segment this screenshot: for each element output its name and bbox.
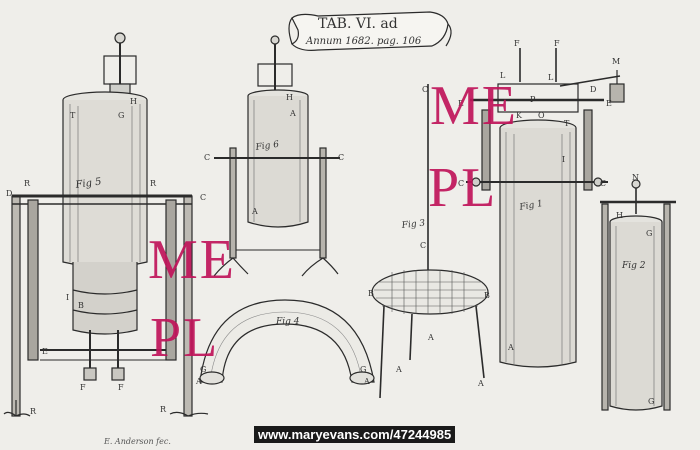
letter-c: C bbox=[600, 179, 606, 188]
figure-3-label: Fig 3 bbox=[400, 219, 426, 232]
image-credit: www.maryevans.com/47244985 bbox=[254, 426, 456, 443]
title-scroll bbox=[288, 11, 452, 51]
watermark-line-2: PL bbox=[428, 157, 498, 219]
letter-h: H bbox=[286, 93, 293, 102]
letter-g: G bbox=[648, 397, 654, 406]
engraver-signature: E. Anderson fec. bbox=[104, 437, 171, 446]
letter-f: F bbox=[118, 383, 124, 392]
watermark-line-1: ME bbox=[148, 229, 236, 291]
figure-2-apparatus bbox=[600, 179, 676, 411]
letter-t: T bbox=[564, 119, 570, 128]
letter-t: T bbox=[70, 111, 76, 120]
letter-p: P bbox=[530, 95, 536, 104]
letter-d: D bbox=[6, 189, 12, 198]
letter-a: A bbox=[477, 379, 484, 388]
figure-4-arch bbox=[199, 299, 375, 385]
letter-c: C bbox=[200, 193, 206, 202]
letter-h: H bbox=[616, 211, 623, 220]
letter-r: R bbox=[30, 407, 37, 416]
letter-c: C bbox=[458, 179, 464, 188]
figure-6-apparatus bbox=[213, 35, 340, 277]
letter-b: B bbox=[78, 301, 84, 310]
letter-a: A bbox=[427, 333, 434, 342]
letter-c: C bbox=[338, 153, 344, 162]
plate-title: TAB. VI. ad bbox=[318, 16, 398, 32]
letter-e: E bbox=[458, 99, 464, 108]
letter-n: N bbox=[632, 173, 639, 182]
letter-l: L bbox=[500, 71, 506, 80]
letter-l: L bbox=[548, 73, 554, 82]
letter-a: A bbox=[395, 365, 402, 374]
letter-f: F bbox=[514, 39, 520, 48]
letter-f: F bbox=[554, 39, 560, 48]
letter-b: B bbox=[484, 291, 490, 300]
letter-e: E bbox=[42, 347, 48, 356]
letter-a: A bbox=[195, 377, 202, 386]
letter-k: K bbox=[516, 111, 523, 120]
figure-1-apparatus bbox=[466, 48, 625, 368]
letter-b: B bbox=[368, 289, 374, 298]
plate-subtitle: Annum 1682. pag. 106 bbox=[305, 36, 422, 47]
letter-g: G bbox=[646, 229, 652, 238]
letter-i: I bbox=[562, 155, 565, 164]
letter-a: A bbox=[251, 207, 258, 216]
figure-6-label: Fig 6 bbox=[254, 140, 280, 153]
letter-m: M bbox=[612, 57, 620, 66]
figure-2-label: Fig 2 bbox=[621, 261, 646, 271]
letter-d: D bbox=[590, 85, 596, 94]
watermark-line-1: ME bbox=[430, 75, 518, 137]
letter-g: G bbox=[360, 365, 366, 374]
letter-h: H bbox=[130, 97, 137, 106]
letter-f: F bbox=[80, 383, 86, 392]
figure-5-apparatus bbox=[3, 32, 209, 417]
figure-4-label: Fig 4 bbox=[275, 317, 300, 327]
letter-o: O bbox=[538, 111, 545, 120]
letter-r: R bbox=[24, 179, 31, 188]
figure-3-grid-table bbox=[371, 84, 489, 399]
figure-1-label: Fig 1 bbox=[518, 199, 544, 213]
letter-g: G bbox=[118, 111, 124, 120]
watermark-line-2: PL bbox=[150, 307, 220, 369]
letter-a: A bbox=[363, 377, 370, 386]
letter-a: A bbox=[289, 109, 296, 118]
letter-a: A bbox=[507, 343, 514, 352]
letter-c: C bbox=[204, 153, 210, 162]
letter-i: I bbox=[66, 293, 69, 302]
figure-5-label: Fig 5 bbox=[74, 176, 102, 191]
letter-e: E bbox=[606, 99, 612, 108]
letter-c: C bbox=[420, 241, 426, 250]
letter-c: C bbox=[422, 85, 428, 94]
letter-r: R bbox=[160, 405, 167, 414]
letter-g: G bbox=[200, 365, 206, 374]
letter-r: R bbox=[150, 179, 157, 188]
